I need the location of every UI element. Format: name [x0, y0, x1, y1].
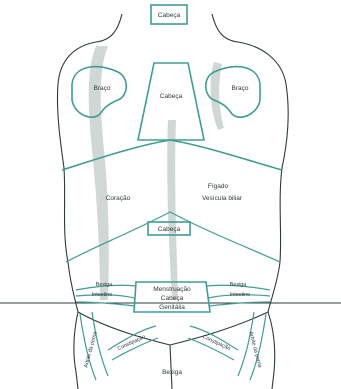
label-legs-left: Artrite da perna — [83, 331, 98, 368]
spine-shading — [167, 120, 178, 300]
label-head-center: Cabeça — [160, 93, 183, 100]
label-liver: Fígado — [208, 183, 229, 190]
label-head-top: Cabeça — [158, 12, 181, 19]
label-heart: Coração — [106, 195, 131, 202]
label-bladder-right: Bexiga — [230, 282, 246, 288]
label-menstruation: Menstruação — [153, 286, 191, 293]
label-genitals: Genitália — [159, 304, 185, 311]
label-bladder-left: Bexiga — [96, 282, 112, 288]
label-sacrum: Bexiga — [162, 369, 182, 376]
label-head-mid: Cabeça — [158, 226, 181, 233]
buttocks-outline — [78, 312, 268, 389]
label-arm-right: Braço — [232, 85, 249, 92]
label-legs-right: Artrite da perna — [247, 331, 262, 368]
label-intestine-right: Intestino — [230, 292, 250, 298]
label-arm-left: Braço — [94, 85, 111, 92]
label-gallbladder: Vesícula biliar — [202, 195, 243, 202]
label-intestine-left: Intestino — [92, 292, 112, 298]
label-head-lower: Cabeça — [161, 295, 184, 302]
